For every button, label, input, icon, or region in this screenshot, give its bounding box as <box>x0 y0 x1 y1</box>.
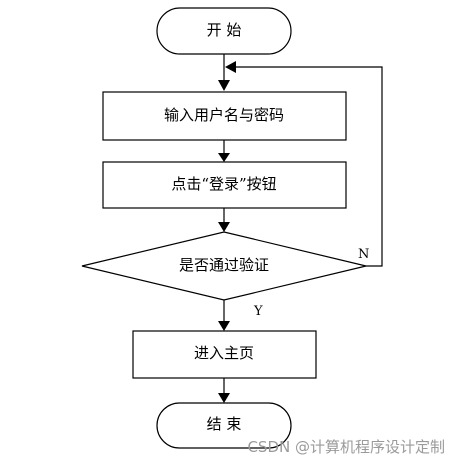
input-credentials-node: 输入用户名与密码 <box>102 91 347 141</box>
start-node-label: 开 始 <box>207 21 242 39</box>
watermark: CSDN @计算机程序设计定制 <box>247 438 445 456</box>
edge-input-to-click <box>218 140 230 162</box>
end-node: 结 束 <box>156 402 292 449</box>
no-branch-label: N <box>358 247 369 262</box>
click-login-label: 点击“登录”按钮 <box>171 175 276 193</box>
yes-branch-label: Y <box>253 304 263 319</box>
start-node: 开 始 <box>156 7 292 55</box>
enter-home-node: 进入主页 <box>132 330 317 379</box>
decision-label: 是否通过验证 <box>179 256 269 274</box>
input-credentials-label: 输入用户名与密码 <box>164 106 284 124</box>
end-node-label: 结 束 <box>207 415 242 433</box>
edge-start-to-input <box>218 54 230 91</box>
edge-click-to-decision <box>218 208 230 232</box>
enter-home-label: 进入主页 <box>194 344 254 362</box>
edge-no-loop <box>225 61 383 267</box>
edge-home-to-end <box>218 378 230 403</box>
decision-node: 是否通过验证 <box>81 231 367 301</box>
click-login-node: 点击“登录”按钮 <box>102 161 347 209</box>
edge-yes-to-home <box>218 300 230 331</box>
